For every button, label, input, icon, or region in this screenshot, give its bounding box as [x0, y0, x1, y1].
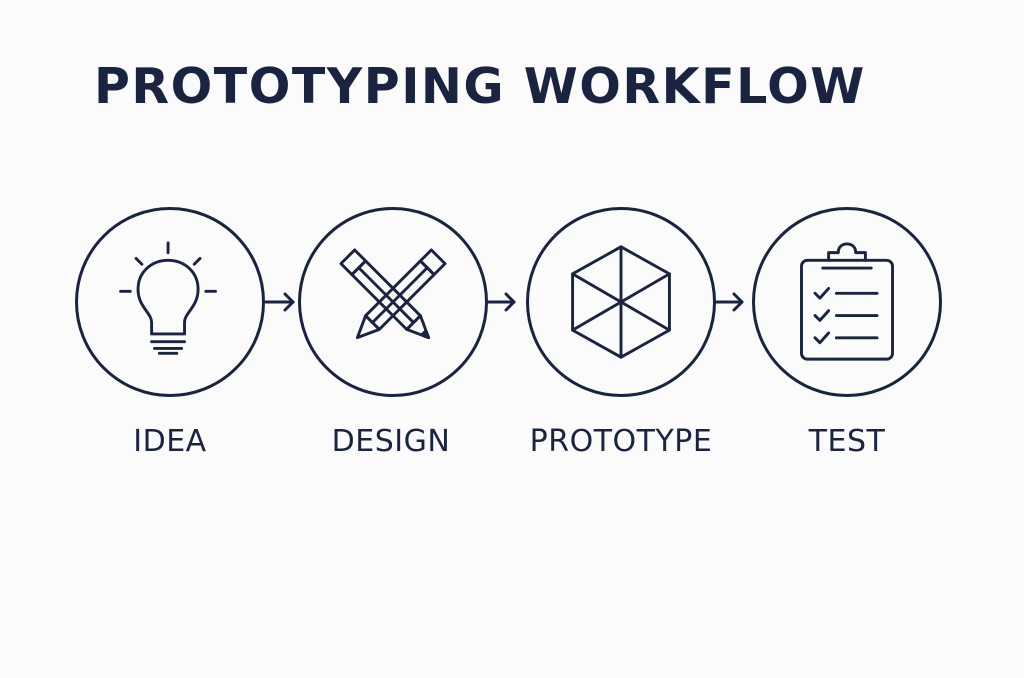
stage-test — [752, 207, 942, 397]
clipboard-checklist-icon — [800, 242, 894, 361]
crossed-pencils-icon — [339, 248, 447, 340]
arrow-right-icon — [485, 292, 516, 312]
hexagon-cube-icon — [571, 245, 671, 359]
lightbulb-icon — [119, 241, 217, 355]
arrow-right-icon — [264, 292, 295, 312]
stage-label-design: DESIGN — [331, 424, 451, 459]
stage-design — [298, 207, 488, 397]
stage-prototype — [526, 207, 716, 397]
stage-label-test: TEST — [808, 424, 886, 459]
stage-idea — [75, 207, 265, 397]
stage-label-idea: IDEA — [133, 424, 207, 459]
stage-label-prototype: PROTOTYPE — [529, 424, 713, 459]
arrow-right-icon — [713, 292, 744, 312]
page-title: PROTOTYPING WORKFLOW — [94, 58, 866, 115]
